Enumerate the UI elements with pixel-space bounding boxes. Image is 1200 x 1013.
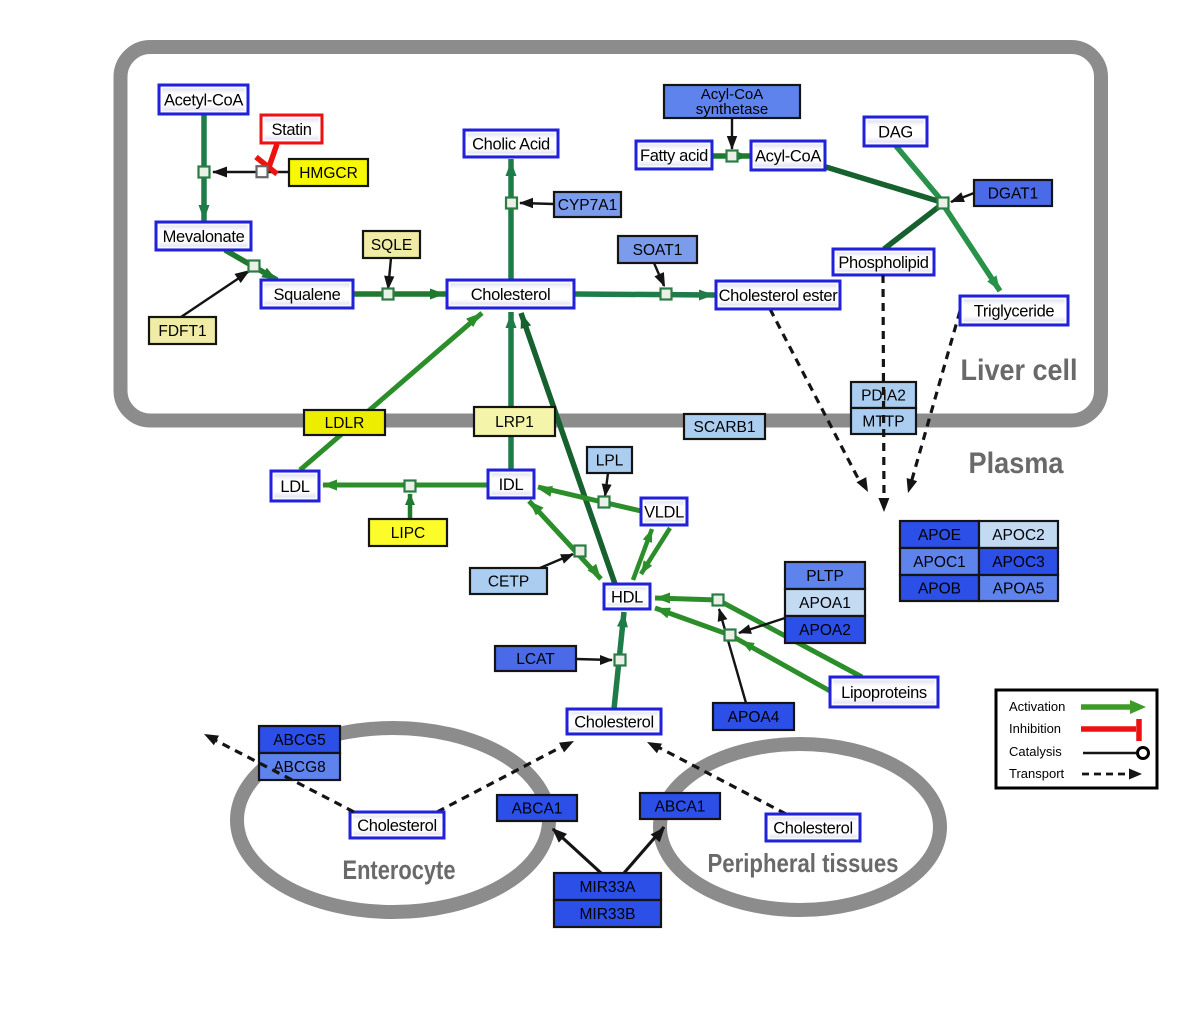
svg-text:ABCA1: ABCA1 <box>655 799 706 816</box>
svg-text:APOB: APOB <box>918 581 961 598</box>
svg-text:Cholesterol: Cholesterol <box>357 817 437 835</box>
svg-text:APOC3: APOC3 <box>992 554 1045 571</box>
svg-text:Statin: Statin <box>271 121 311 139</box>
svg-text:ABCA1: ABCA1 <box>512 801 563 818</box>
svg-text:MIR33A: MIR33A <box>580 879 637 896</box>
svg-text:Inhibition: Inhibition <box>1009 721 1061 736</box>
svg-text:DAG: DAG <box>878 123 913 141</box>
svg-text:Liver cell: Liver cell <box>961 354 1078 387</box>
svg-text:Catalysis: Catalysis <box>1009 744 1062 759</box>
svg-text:SQLE: SQLE <box>371 237 412 254</box>
svg-text:Plasma: Plasma <box>969 447 1064 480</box>
svg-text:ABCG8: ABCG8 <box>273 759 326 776</box>
svg-text:Cholesterol: Cholesterol <box>471 286 551 304</box>
svg-text:LCAT: LCAT <box>516 651 555 668</box>
svg-text:PLTP: PLTP <box>806 568 844 585</box>
svg-text:Enterocyte: Enterocyte <box>343 855 456 885</box>
svg-text:Squalene: Squalene <box>274 286 341 304</box>
svg-text:MIR33B: MIR33B <box>580 906 636 923</box>
svg-text:APOA1: APOA1 <box>799 595 851 612</box>
svg-text:SOAT1: SOAT1 <box>633 242 683 259</box>
svg-text:Acetyl-CoA: Acetyl-CoA <box>164 91 243 109</box>
svg-text:Phospholipid: Phospholipid <box>838 254 928 272</box>
svg-text:ABCG5: ABCG5 <box>273 732 326 749</box>
svg-text:LDLR: LDLR <box>325 415 365 432</box>
svg-text:HDL: HDL <box>611 588 643 606</box>
svg-text:LDL: LDL <box>280 478 309 496</box>
svg-text:Peripheral tissues: Peripheral tissues <box>708 848 899 878</box>
svg-text:DGAT1: DGAT1 <box>988 186 1039 203</box>
svg-text:Transport: Transport <box>1009 766 1065 781</box>
svg-text:Cholesterol: Cholesterol <box>773 819 853 837</box>
svg-text:APOC2: APOC2 <box>992 527 1045 544</box>
svg-text:Cholesterol ester: Cholesterol ester <box>719 287 839 305</box>
svg-text:APOE: APOE <box>918 527 961 544</box>
svg-text:APOA4: APOA4 <box>728 709 780 726</box>
svg-text:LPL: LPL <box>596 453 624 470</box>
svg-text:Lipoproteins: Lipoproteins <box>841 684 927 702</box>
svg-text:CYP7A1: CYP7A1 <box>558 197 617 214</box>
svg-text:Cholic Acid: Cholic Acid <box>472 135 550 153</box>
svg-text:Acyl-CoA: Acyl-CoA <box>755 147 821 165</box>
svg-text:VLDL: VLDL <box>644 503 684 521</box>
svg-text:PDIA2: PDIA2 <box>861 388 906 405</box>
svg-text:CETP: CETP <box>488 574 529 591</box>
svg-text:APOA2: APOA2 <box>799 622 851 639</box>
svg-text:FDFT1: FDFT1 <box>158 323 206 340</box>
svg-text:Activation: Activation <box>1009 699 1065 714</box>
svg-text:SCARB1: SCARB1 <box>693 419 755 436</box>
svg-text:Acyl-CoA: Acyl-CoA <box>701 86 764 103</box>
svg-text:Mevalonate: Mevalonate <box>163 228 245 246</box>
svg-text:synthetase: synthetase <box>696 101 769 118</box>
svg-text:HMGCR: HMGCR <box>299 165 358 182</box>
svg-text:Fatty acid: Fatty acid <box>640 147 708 165</box>
svg-text:LRP1: LRP1 <box>495 414 534 431</box>
svg-text:LIPC: LIPC <box>391 525 425 542</box>
svg-text:IDL: IDL <box>499 476 524 494</box>
svg-text:APOA5: APOA5 <box>993 581 1045 598</box>
svg-text:Triglyceride: Triglyceride <box>974 302 1055 320</box>
svg-text:Cholesterol: Cholesterol <box>574 713 654 731</box>
svg-text:APOC1: APOC1 <box>913 554 966 571</box>
